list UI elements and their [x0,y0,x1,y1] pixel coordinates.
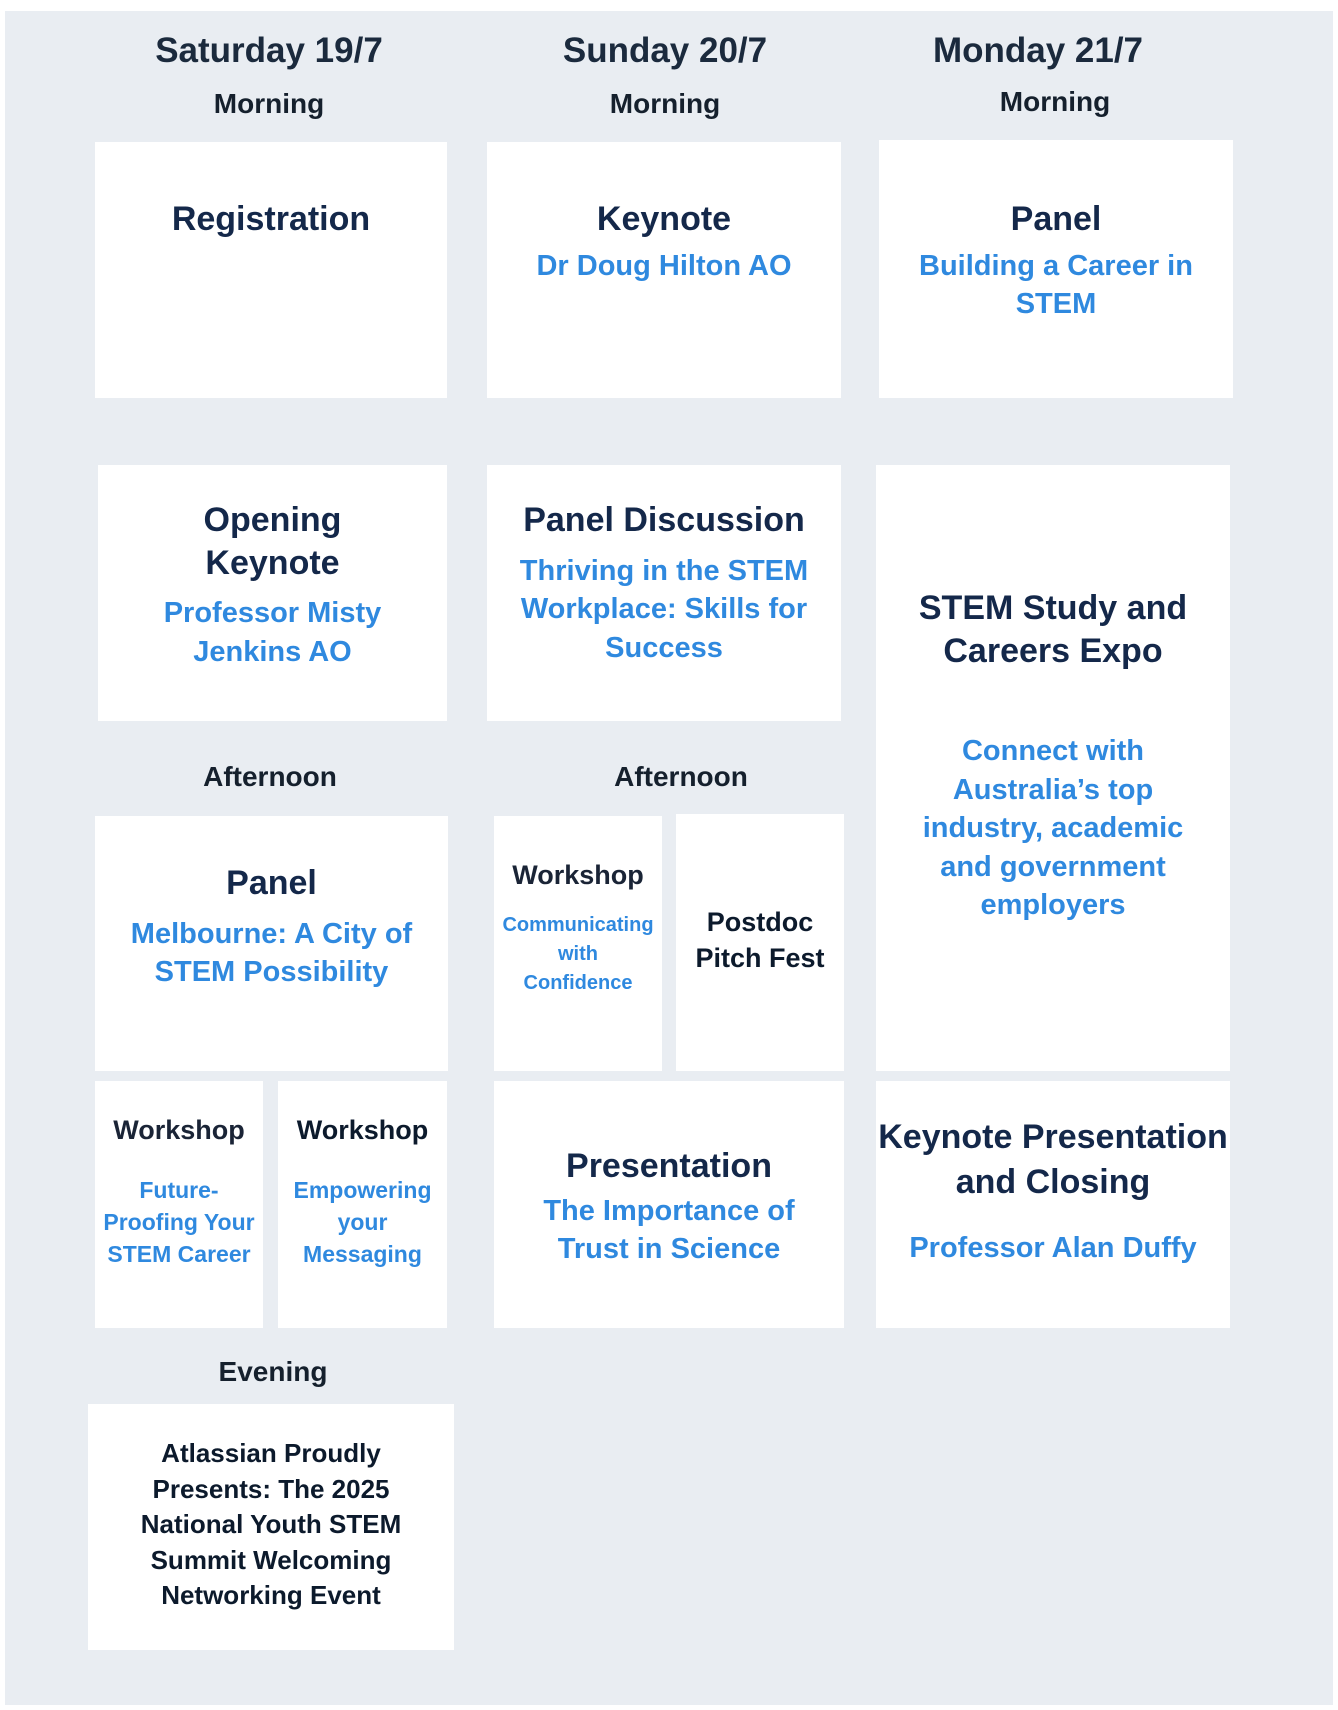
session-title: Workshop [113,1115,245,1145]
session-title: Workshop [296,1115,429,1145]
period-sunday-morning: Morning [609,88,721,119]
session-title: Registration [171,200,371,238]
day-header-sunday: Sunday 20/7 [562,31,768,70]
day-header-saturday: Saturday 19/7 [155,31,383,70]
period-saturday-afternoon: Afternoon [203,761,337,792]
session-title: Keynote [596,200,732,238]
session-postdoc-pitch-fest[interactable]: Postdoc Pitch Fest [676,814,844,1071]
session-subtitle: The Importance of Trust in Science [543,1194,795,1266]
session-networking-event[interactable]: Atlassian Proudly Presents: The 2025 Nat… [88,1404,454,1650]
session-subtitle: Future- Proofing Your STEM Career [103,1177,255,1268]
session-title: Workshop [512,860,644,890]
session-subtitle: Melbourne: A City of STEM Possibility [130,917,413,989]
session-title: Panel [226,864,317,902]
session-workshop-empowering-messaging[interactable]: Workshop Empowering your Messaging [278,1081,447,1328]
session-title: Atlassian Proudly Presents: The 2025 Nat… [140,1438,402,1611]
period-saturday-evening: Evening [218,1356,328,1387]
session-title: Panel [1010,200,1102,238]
session-title: Postdoc Pitch Fest [695,907,825,974]
session-saturday-panel[interactable]: Panel Melbourne: A City of STEM Possibil… [95,816,448,1071]
period-monday-morning: Morning [999,86,1111,117]
session-subtitle: Communicating with Confidence [502,914,654,994]
session-speaker: Dr Doug Hilton AO [536,249,792,282]
session-opening-keynote[interactable]: Opening Keynote Professor Misty Jenkins … [98,465,447,721]
session-keynote-closing[interactable]: Keynote Presentation and Closing Profess… [876,1081,1230,1328]
session-title: Panel Discussion [523,501,805,539]
session-title: Opening Keynote [203,501,342,582]
session-stem-expo[interactable]: STEM Study and Careers Expo Connect with… [876,465,1230,1071]
period-sunday-afternoon: Afternoon [614,761,748,792]
session-title: Keynote Presentation and Closing [878,1118,1228,1201]
session-registration[interactable]: Registration [95,142,447,398]
session-title: Presentation [566,1147,772,1185]
session-monday-panel[interactable]: Panel Building a Career in STEM [879,140,1233,398]
session-speaker: Professor Misty Jenkins AO [163,597,382,668]
session-presentation[interactable]: Presentation The Importance of Trust in … [494,1081,844,1328]
day-header-monday: Monday 21/7 [932,31,1144,70]
session-speaker: Professor Alan Duffy [909,1231,1197,1264]
session-title: STEM Study and Careers Expo [918,589,1188,670]
session-subtitle: Connect with Australia’s top industry, a… [922,735,1184,922]
session-workshop-future-proofing[interactable]: Workshop Future- Proofing Your STEM Care… [95,1081,263,1328]
session-subtitle: Building a Career in STEM [919,249,1193,321]
session-subtitle: Thriving in the STEM Workplace: Skills f… [519,554,809,664]
session-sunday-keynote[interactable]: Keynote Dr Doug Hilton AO [487,142,841,398]
session-subtitle: Empowering your Messaging [293,1177,432,1268]
session-panel-discussion[interactable]: Panel Discussion Thriving in the STEM Wo… [487,465,841,721]
session-sunday-workshop[interactable]: Workshop Communicating with Confidence [494,816,662,1071]
period-saturday-morning: Morning [213,88,325,119]
